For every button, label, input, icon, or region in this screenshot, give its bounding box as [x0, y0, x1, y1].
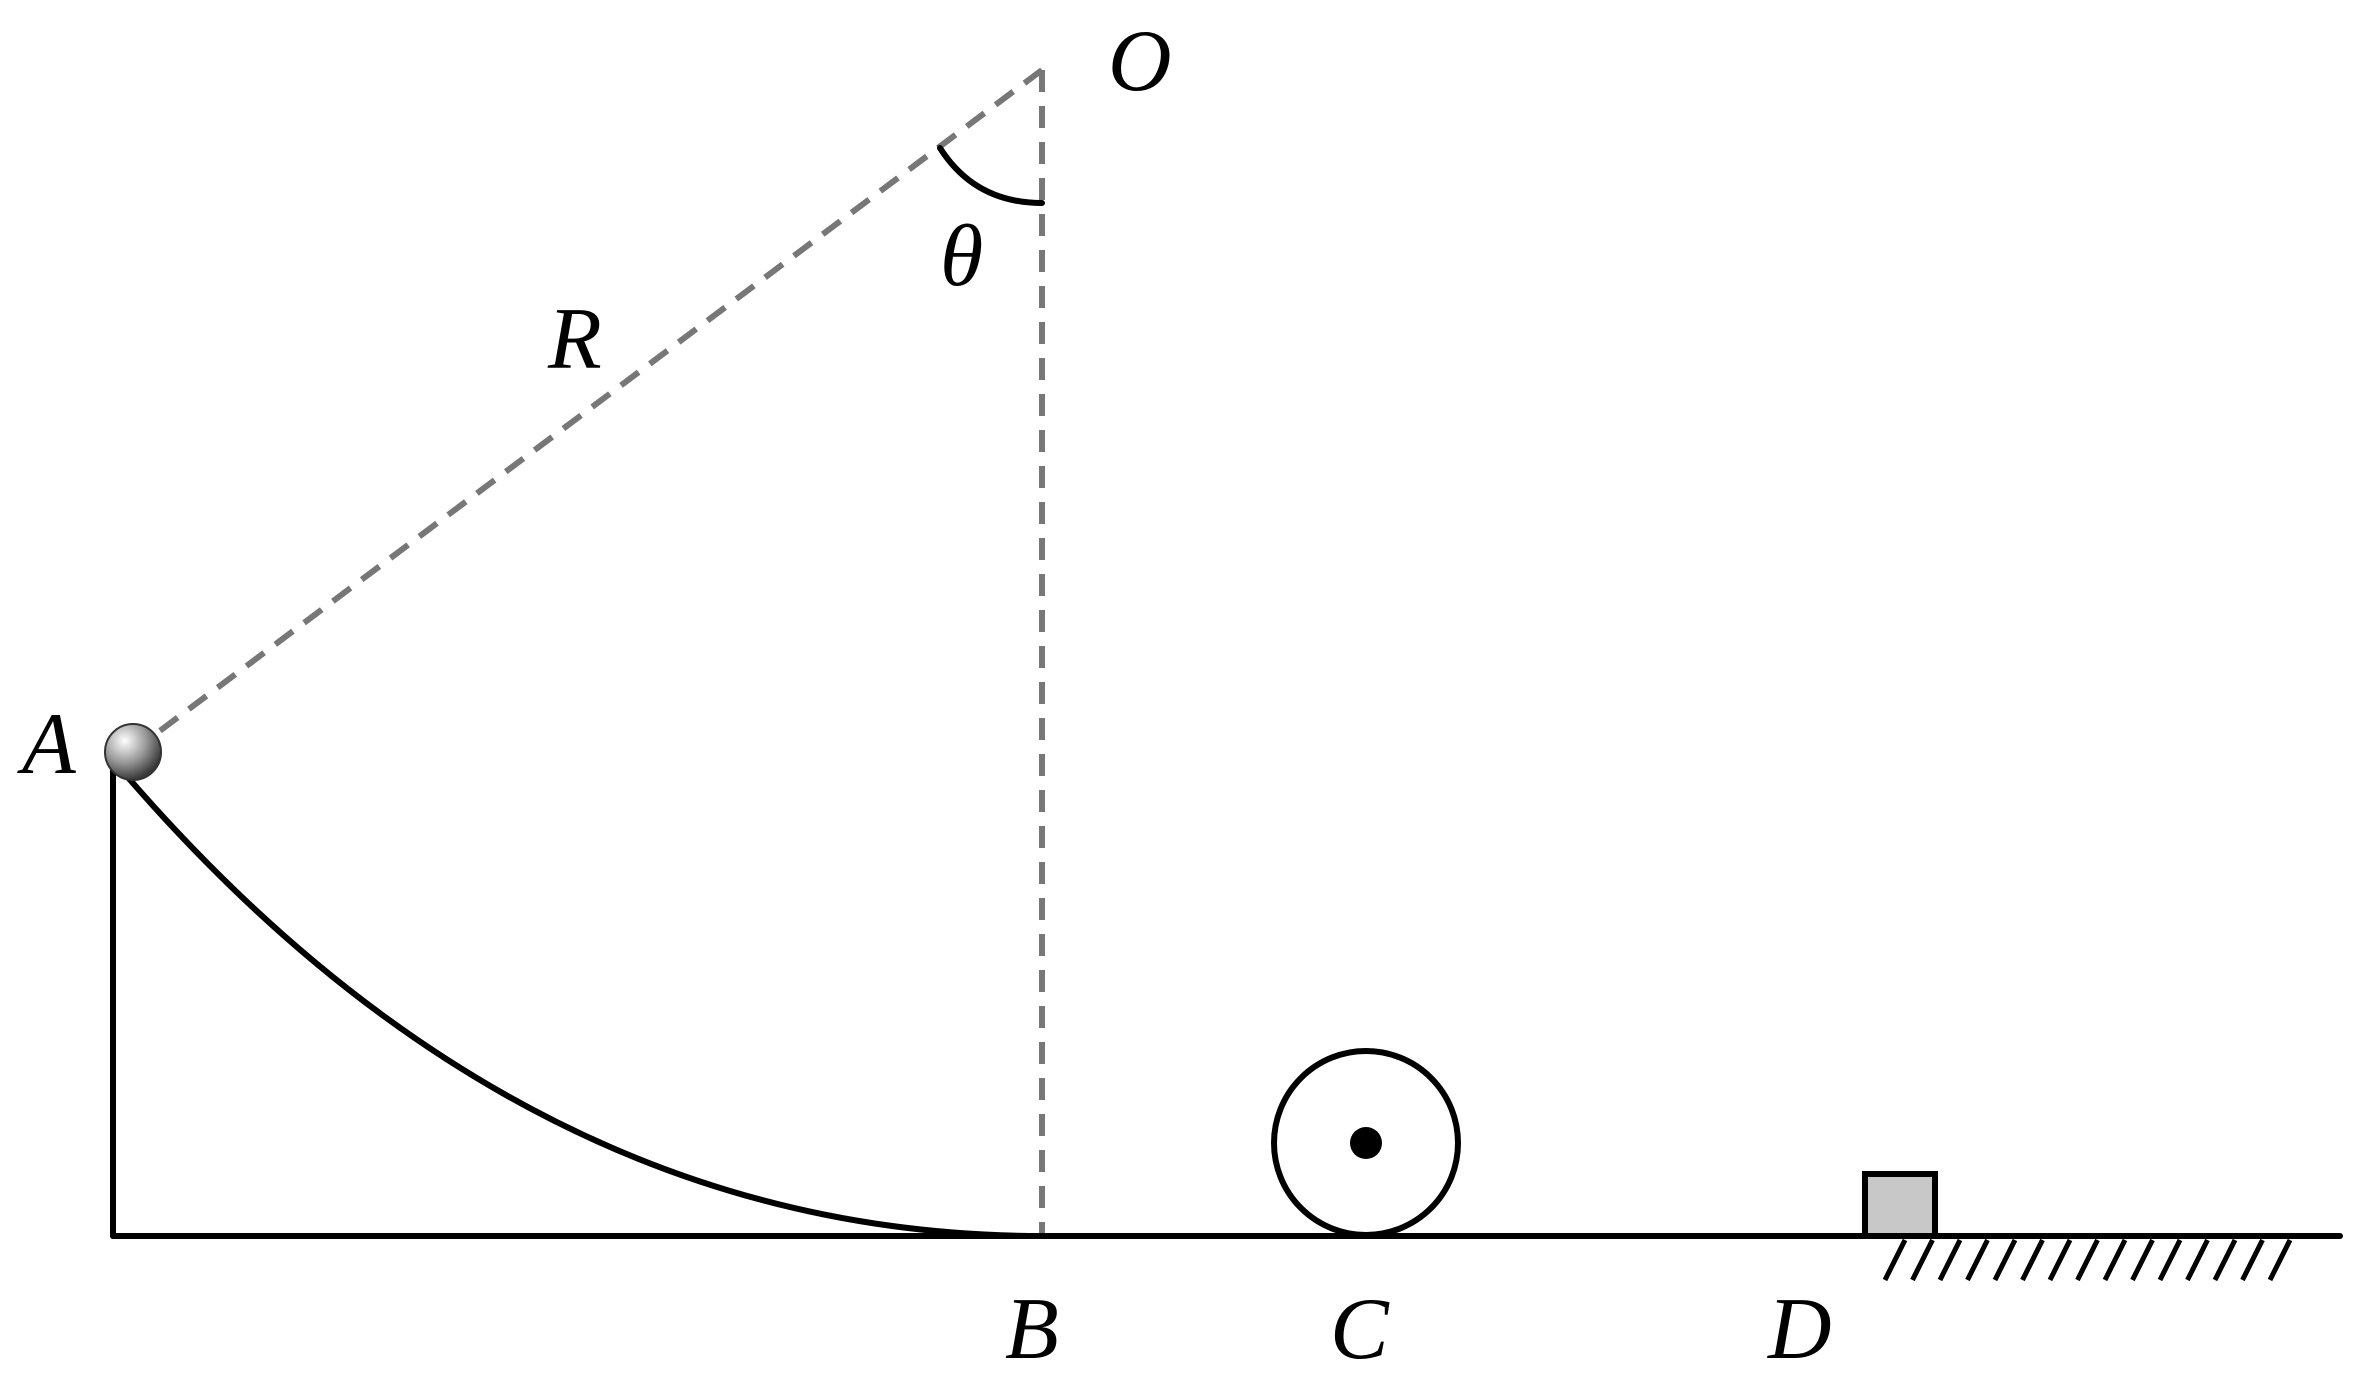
arc-track-AB — [110, 757, 1045, 1239]
label-a: A — [17, 696, 77, 793]
hatch-mark — [2075, 1238, 2100, 1282]
rough-surface-hatching — [1882, 1238, 2293, 1282]
angle-theta-arc — [937, 145, 1045, 206]
hatch-mark — [1910, 1238, 1935, 1282]
hatch-mark — [2047, 1238, 2073, 1282]
label-r: R — [547, 291, 602, 388]
label-o: O — [1108, 13, 1172, 110]
radius-OA-dashed — [155, 67, 1044, 736]
hatch-mark — [2212, 1238, 2238, 1282]
hatch-mark — [2267, 1238, 2293, 1282]
block-d — [1862, 1171, 1938, 1239]
label-c: C — [1330, 1281, 1390, 1378]
hatch-mark — [1992, 1238, 2018, 1282]
hatch-mark — [2130, 1238, 2155, 1282]
wheel-axle — [1350, 1127, 1382, 1159]
hatch-mark — [2020, 1238, 2045, 1282]
label-theta: θ — [940, 208, 983, 305]
hatch-mark — [1937, 1238, 1963, 1282]
hatch-mark — [2102, 1238, 2128, 1282]
hatch-mark — [1965, 1238, 1990, 1282]
label-d: D — [1767, 1281, 1832, 1378]
hatch-mark — [1882, 1238, 1908, 1282]
ball — [104, 723, 162, 781]
hatch-mark — [2185, 1238, 2210, 1282]
label-b: B — [1005, 1281, 1059, 1378]
hatch-mark — [2240, 1238, 2265, 1282]
hatch-mark — [2157, 1238, 2183, 1282]
